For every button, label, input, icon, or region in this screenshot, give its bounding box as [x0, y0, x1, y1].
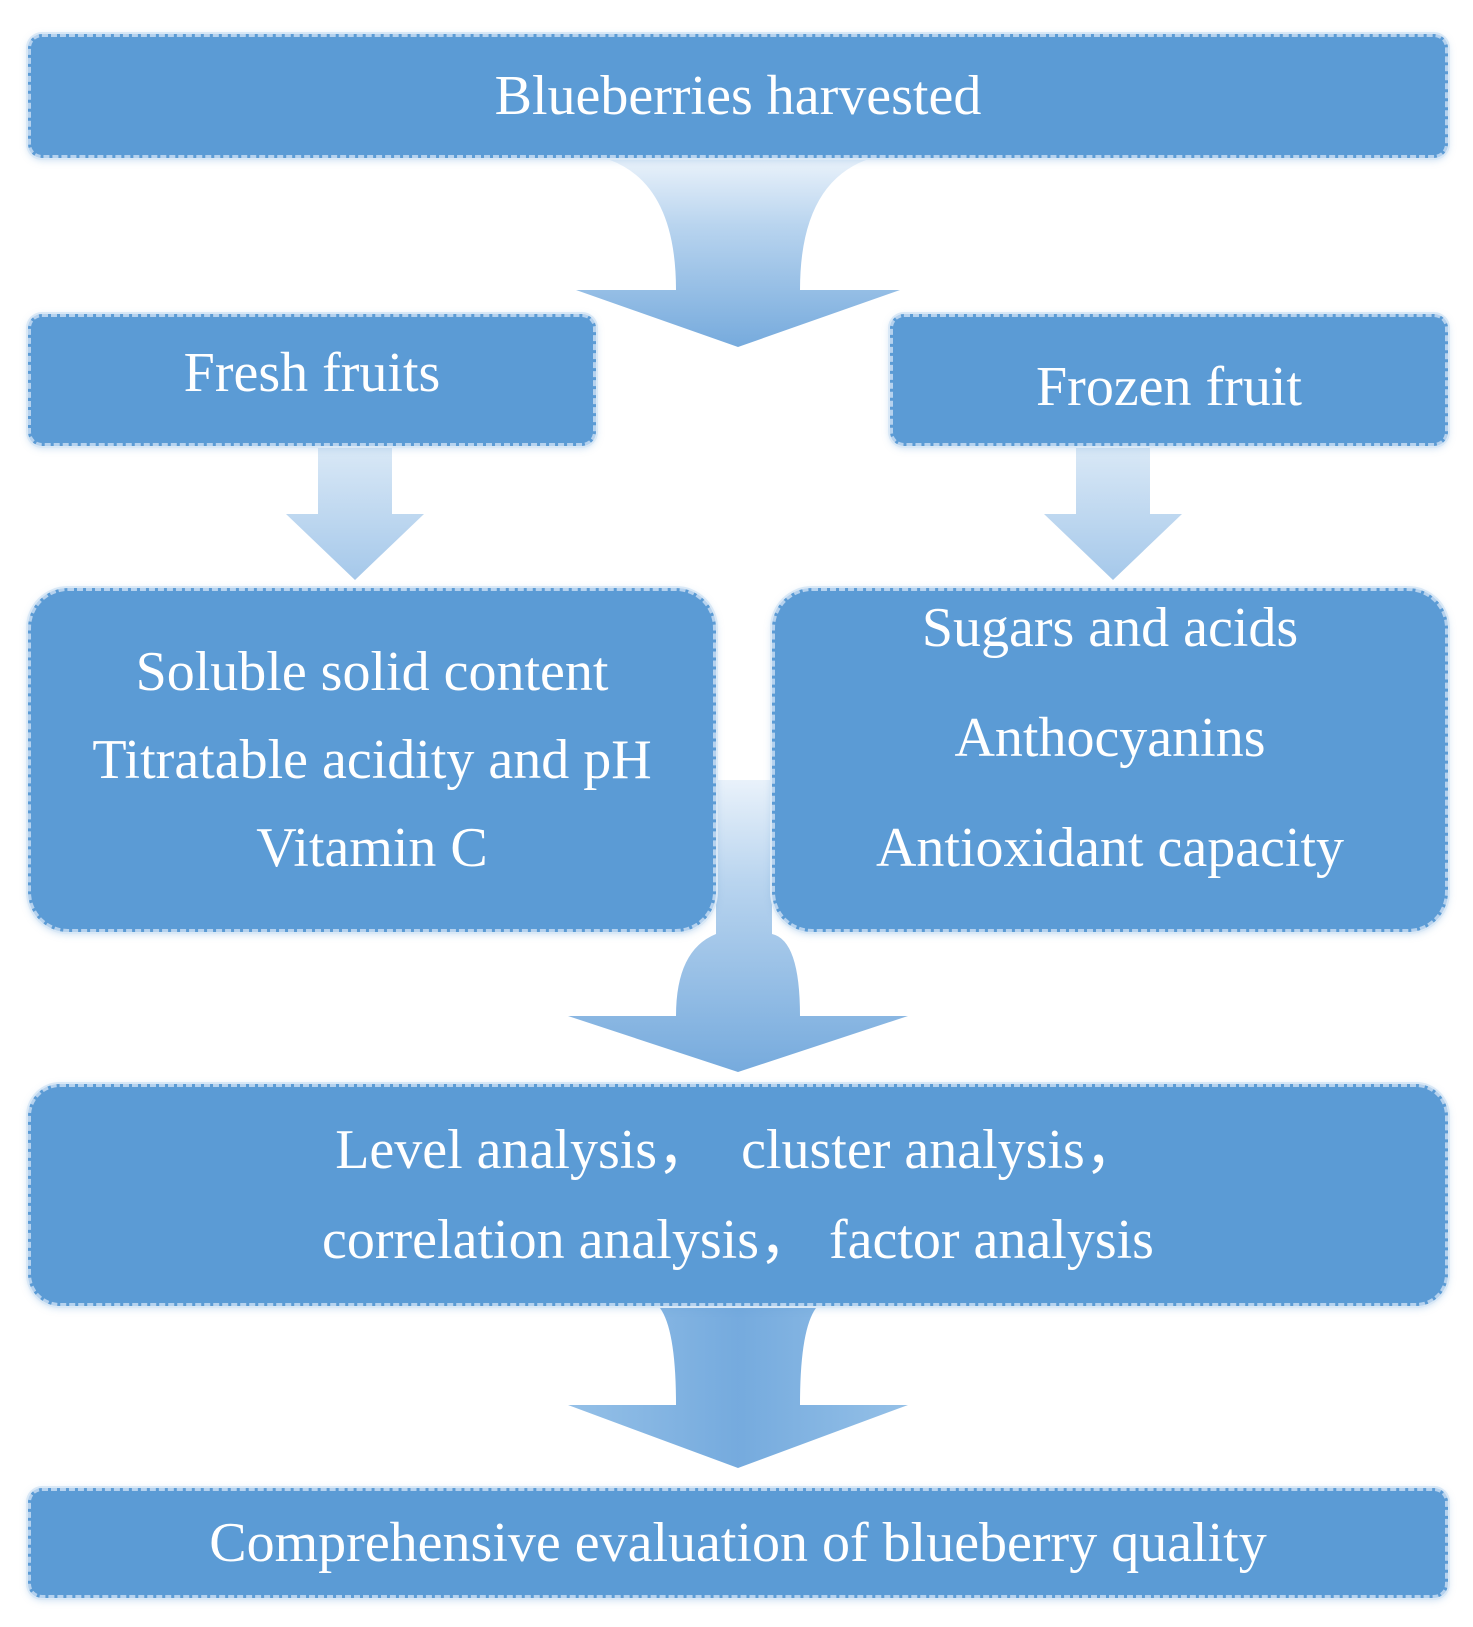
node-lines: Soluble solid content Titratable acidity…	[92, 628, 651, 892]
node-line: Soluble solid content	[135, 641, 609, 703]
node-label: Frozen fruit	[1036, 356, 1302, 418]
node-frozen-fruit: Frozen fruit	[890, 314, 1448, 446]
arrow-fresh-to-params	[286, 448, 424, 580]
arrow-harvest-to-split	[576, 160, 900, 347]
arrow-params-to-analysis	[568, 780, 908, 1072]
node-lines: Level analysis， cluster analysis， correl…	[322, 1105, 1154, 1285]
node-analysis-methods: Level analysis， cluster analysis， correl…	[28, 1084, 1448, 1306]
node-lines: Sugars and acids Anthocyanins Antioxidan…	[876, 584, 1344, 936]
node-blueberries-harvested: Blueberries harvested	[28, 34, 1448, 158]
node-line: Sugars and acids	[921, 597, 1299, 659]
arrow-frozen-to-params	[1044, 448, 1182, 580]
node-line: Titratable acidity and pH	[92, 729, 652, 791]
node-label: Fresh fruits	[183, 342, 441, 404]
node-line: correlation analysis， factor analysis	[322, 1209, 1154, 1271]
node-fresh-fruits: Fresh fruits	[28, 314, 596, 446]
node-label: Blueberries harvested	[494, 65, 982, 127]
node-label: Comprehensive evaluation of blueberry qu…	[209, 1512, 1267, 1574]
node-fresh-parameters: Soluble solid content Titratable acidity…	[28, 588, 716, 932]
node-line: Antioxidant capacity	[875, 817, 1345, 879]
node-comprehensive-evaluation: Comprehensive evaluation of blueberry qu…	[28, 1488, 1448, 1598]
node-frozen-parameters: Sugars and acids Anthocyanins Antioxidan…	[772, 588, 1448, 932]
node-line: Vitamin C	[256, 817, 488, 879]
node-line: Anthocyanins	[954, 707, 1266, 769]
arrow-analysis-to-final	[568, 1308, 908, 1468]
node-line: Level analysis， cluster analysis，	[335, 1119, 1141, 1181]
